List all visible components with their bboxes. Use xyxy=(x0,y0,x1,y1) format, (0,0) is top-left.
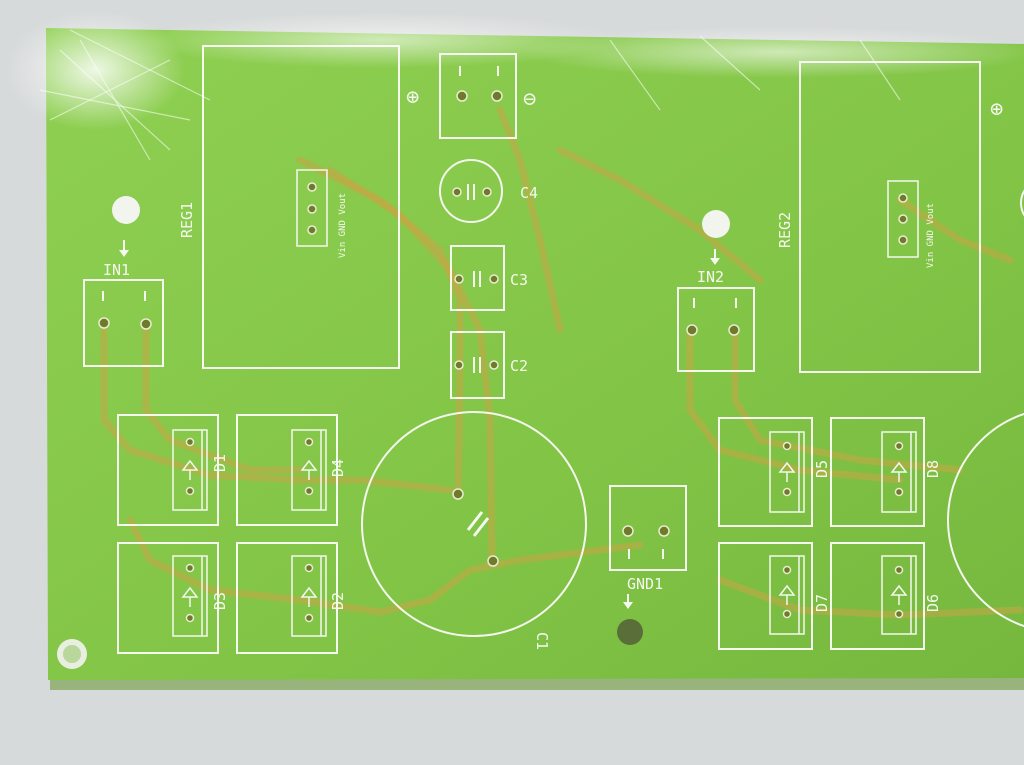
minus-symbol: ⊖ xyxy=(523,87,536,112)
mounting-hole xyxy=(702,210,730,238)
power-connector-top: ⊕ ⊖ xyxy=(406,53,536,139)
mounting-hole xyxy=(617,619,643,645)
c1-footprint: C1 xyxy=(361,411,587,650)
diode-d6: D6 xyxy=(830,542,942,650)
c1-label: C1 xyxy=(533,632,551,650)
d6-label: D6 xyxy=(924,594,942,612)
reg1-label: REG1 xyxy=(178,202,196,238)
diode-d1: D1 xyxy=(117,414,229,526)
in1-connector: IN1 xyxy=(83,240,164,367)
plastic-wrap-glare xyxy=(5,10,1024,161)
reg2-label: REG2 xyxy=(776,212,794,248)
in2-label: IN2 xyxy=(697,268,724,286)
d1-label: D1 xyxy=(211,454,229,472)
gnd1-connector: GND1 xyxy=(609,485,687,609)
reg2-footprint: Vin GND Vout REG2 xyxy=(776,61,981,373)
d4-label: D4 xyxy=(329,459,347,477)
c4-label: C4 xyxy=(520,184,538,202)
mounting-hole-center xyxy=(63,645,81,663)
c4-footprint: C4 xyxy=(439,159,538,223)
c2-footprint: C2 xyxy=(450,331,528,399)
c3-footprint: C3 xyxy=(450,245,528,311)
pcb-board xyxy=(46,28,1024,680)
d5-label: D5 xyxy=(813,460,831,478)
diode-d5: D5 xyxy=(718,417,831,527)
right-plus-symbol: ⊕ xyxy=(990,97,1003,122)
in2-connector: IN2 xyxy=(677,249,755,372)
diode-d4: D4 xyxy=(236,414,347,526)
gnd1-label: GND1 xyxy=(627,575,663,593)
diode-d2: D2 xyxy=(236,542,347,654)
plus-symbol: ⊕ xyxy=(406,85,419,110)
reg2-pin-label: Vin GND Vout xyxy=(926,203,936,268)
d3-label: D3 xyxy=(211,592,229,610)
c2-label: C2 xyxy=(510,357,528,375)
mounting-hole xyxy=(112,196,140,224)
in1-label: IN1 xyxy=(103,261,130,279)
d2-label: D2 xyxy=(329,592,347,610)
diode-d8: D8 xyxy=(830,417,942,527)
reg1-pin-label: Vin GND Vout xyxy=(338,193,348,258)
right-capacitor-partial xyxy=(947,412,1024,628)
d8-label: D8 xyxy=(924,460,942,478)
right-circle-partial xyxy=(1020,189,1024,217)
c3-label: C3 xyxy=(510,271,528,289)
d7-label: D7 xyxy=(813,594,831,612)
diode-d7: D7 xyxy=(718,542,831,650)
diode-d3: D3 xyxy=(117,542,229,654)
